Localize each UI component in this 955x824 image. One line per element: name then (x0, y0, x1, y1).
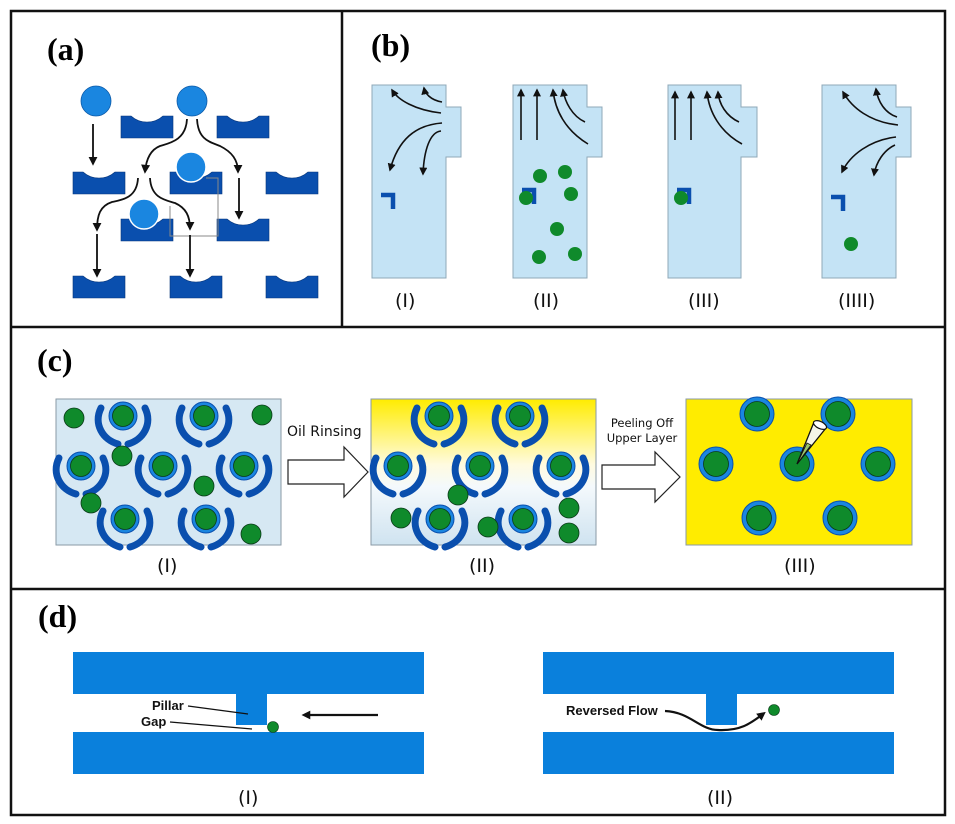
cell (80, 492, 102, 514)
chamber-b4 (821, 84, 912, 279)
chip-c3 (685, 396, 913, 546)
cell (240, 523, 262, 545)
panel-b: (b) (I) (371, 27, 912, 312)
sublabel-d1: (I) (238, 787, 258, 809)
gap-label: Gap (141, 714, 166, 729)
cell (447, 484, 469, 506)
sublabel-d2: (II) (707, 787, 733, 809)
trap-cup (265, 275, 319, 299)
captured-cell (739, 396, 775, 432)
cell (111, 445, 133, 467)
sublabel-b4: (IIII) (838, 290, 875, 312)
trapped-particle (175, 151, 207, 183)
cell (251, 404, 273, 426)
cell (477, 516, 499, 538)
captured-cell (860, 446, 896, 482)
trap-cup (169, 275, 223, 299)
trapped-particle (128, 198, 160, 230)
reversed-flow-arrow (664, 709, 766, 732)
trap-cup (72, 275, 126, 299)
pipette-icon (796, 420, 828, 465)
cell (63, 407, 85, 429)
sublabel-b1: (I) (395, 290, 415, 312)
figure-frame (9, 9, 947, 817)
panel-a-label: (a) (47, 31, 84, 67)
captured-cell (822, 500, 858, 536)
panel-d: (d) Pillar Gap (I) Reversed Flow (II) (38, 598, 894, 809)
channel-d1 (73, 652, 424, 774)
chamber-b1 (371, 84, 462, 279)
cell (533, 169, 547, 183)
peeling-off-label: Peeling Off (611, 416, 674, 430)
cell (550, 222, 564, 236)
process-arrow-2 (601, 450, 681, 504)
route-line (169, 177, 219, 237)
sublabel-b2: (II) (533, 290, 559, 312)
process-arrow-1 (287, 445, 369, 499)
cell-trapped (674, 191, 688, 205)
cell (267, 721, 279, 733)
particle (80, 85, 112, 117)
oil-rinsing-label: Oil Rinsing (287, 424, 362, 440)
pillar-leader-line (187, 705, 249, 715)
sublabel-c3: (III) (784, 555, 816, 577)
trap-cup (120, 115, 174, 139)
channel-d2 (543, 652, 894, 774)
trap-cup (72, 171, 126, 195)
panel-b-label: (b) (371, 27, 410, 63)
gap-leader-line (169, 721, 253, 730)
trap-cup (216, 218, 270, 242)
sublabel-c1: (I) (157, 555, 177, 577)
cell (564, 187, 578, 201)
chip-c2 (371, 398, 597, 547)
pillar-label: Pillar (152, 698, 184, 713)
trap-cup (216, 115, 270, 139)
particle (176, 85, 208, 117)
panel-d-label: (d) (38, 598, 77, 634)
sublabel-b3: (III) (688, 290, 720, 312)
cell (390, 507, 412, 529)
reversed-flow-label: Reversed Flow (566, 703, 659, 718)
upper-layer-label: Upper Layer (607, 431, 678, 445)
trap-cup (265, 171, 319, 195)
cell (558, 497, 580, 519)
flow-arrows (88, 118, 244, 278)
chip-c1 (56, 398, 282, 547)
panel-a: (a) (47, 31, 319, 299)
cell (558, 165, 572, 179)
cell (558, 522, 580, 544)
cell (193, 475, 215, 497)
captured-cell (741, 500, 777, 536)
cell-trapped (519, 191, 533, 205)
panel-c: (c) (I) Oil Rinsing (37, 342, 913, 577)
chamber-b3 (667, 84, 758, 279)
sublabel-c2: (II) (469, 555, 495, 577)
panel-c-label: (c) (37, 342, 73, 378)
captured-cell (698, 446, 734, 482)
cell (568, 247, 582, 261)
cell (532, 250, 546, 264)
cell (768, 704, 780, 716)
cell-released (844, 237, 858, 251)
chamber-b2 (512, 84, 603, 279)
